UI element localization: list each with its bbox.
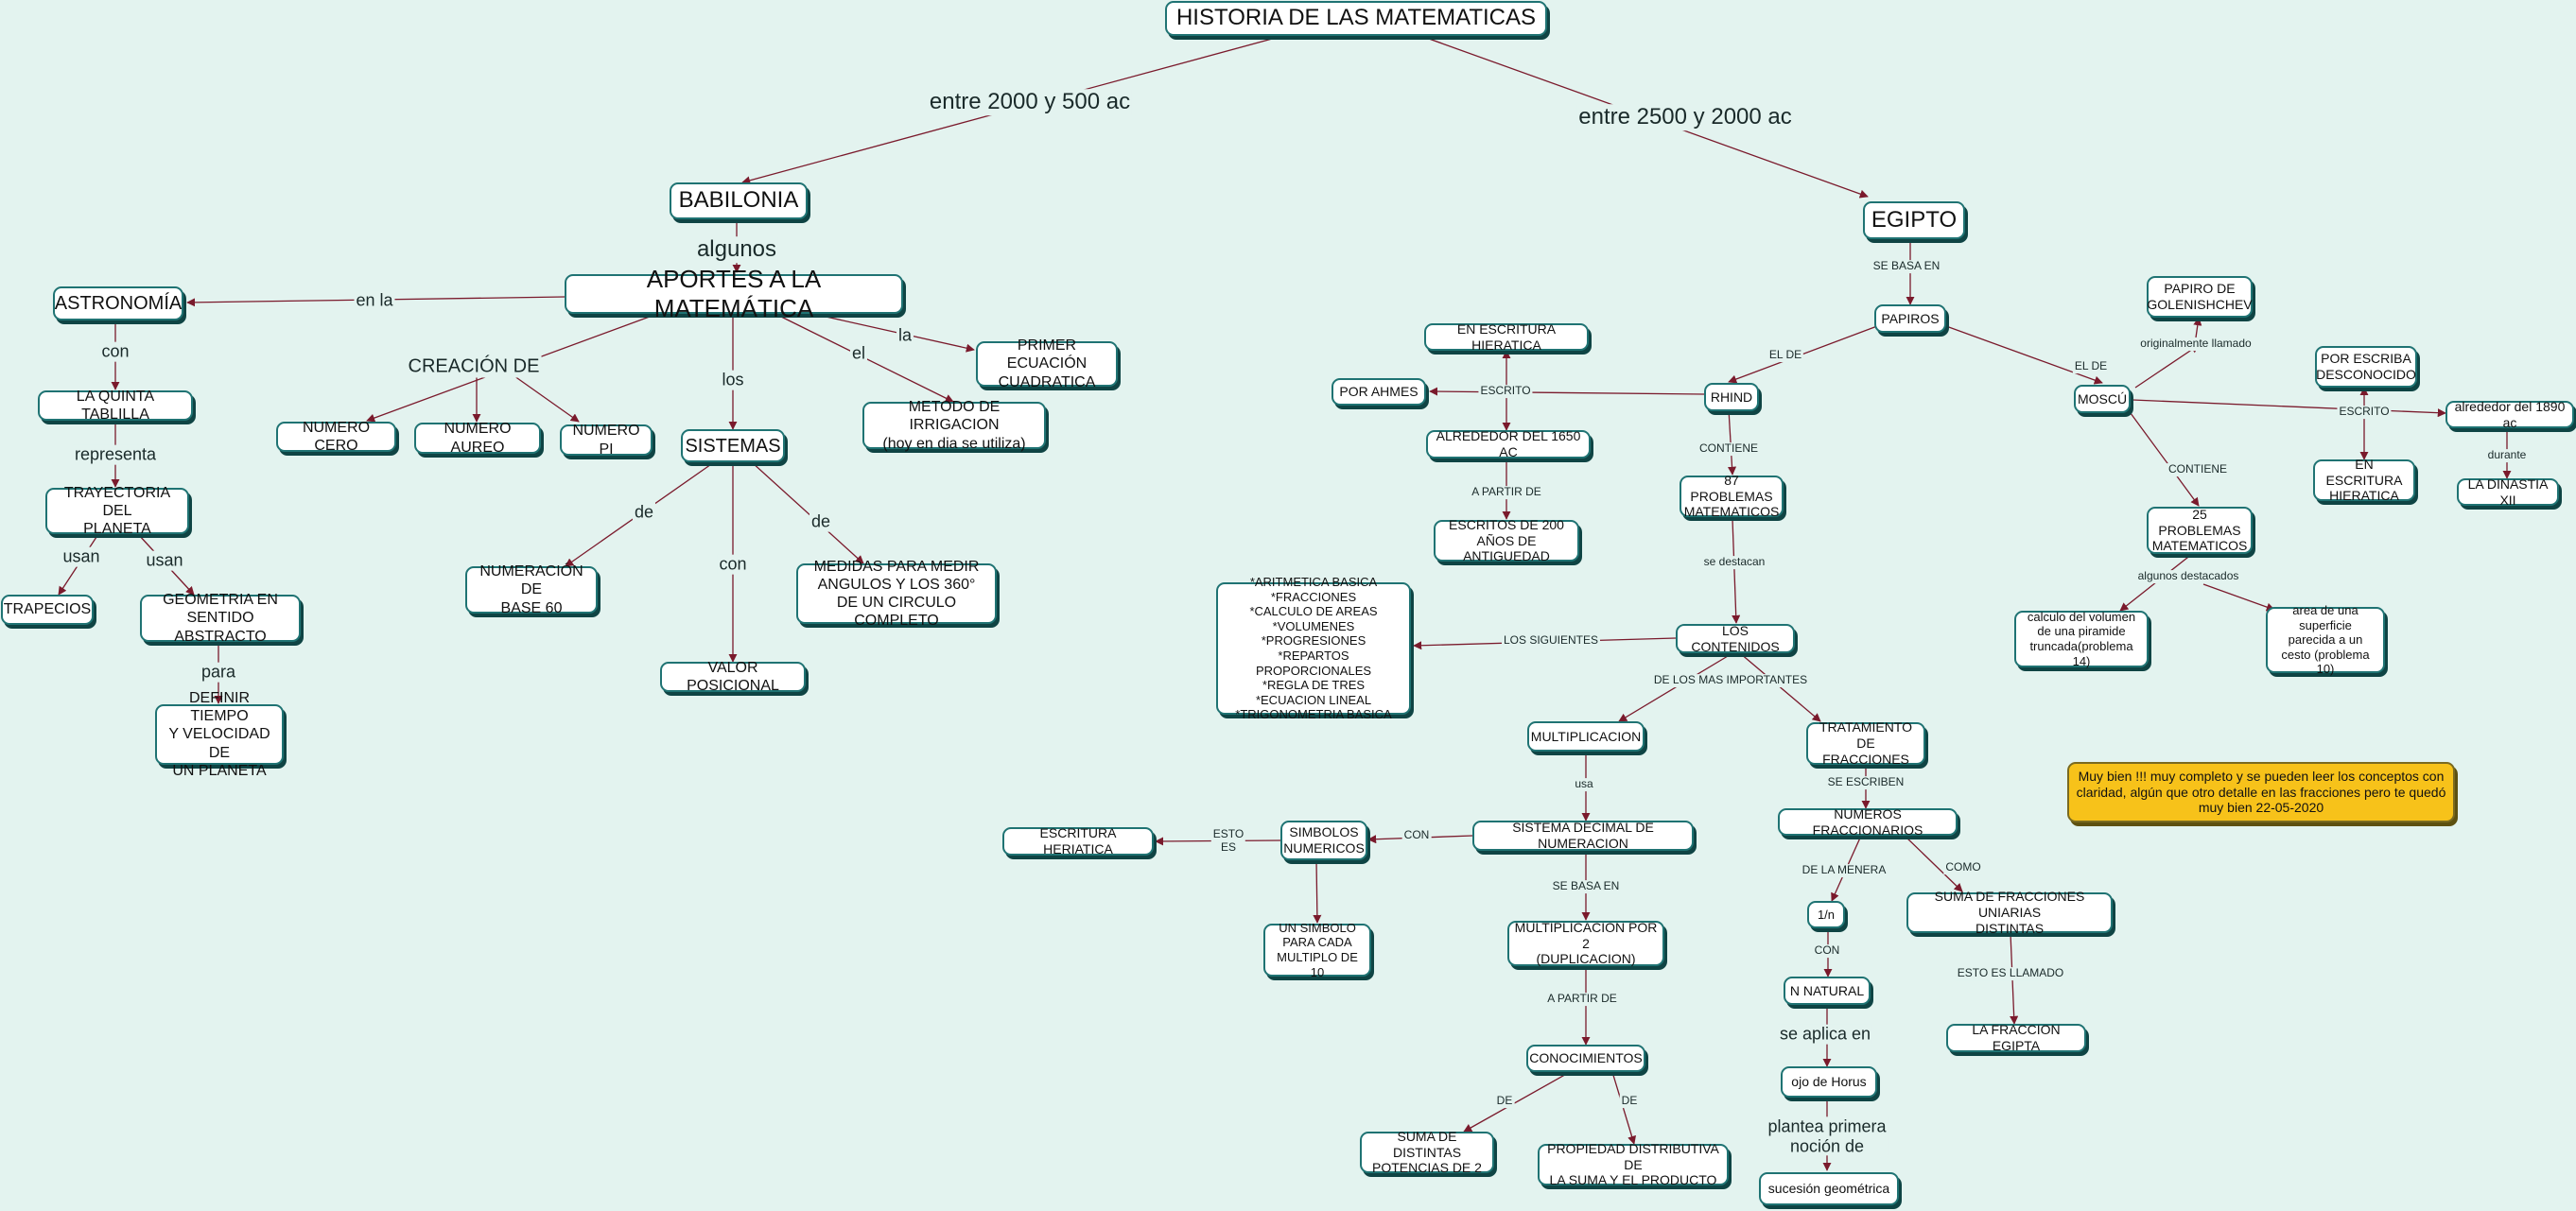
label-representa: representa (72, 444, 159, 465)
node-definir-tiempo: DEFINIR TIEMPO Y VELOCIDAD DE UN PLANETA (155, 690, 284, 779)
node-alrededor-1890: alrededor del 1890 ac (2445, 399, 2574, 430)
node-numero-aureo: NUMERO AUREO (414, 421, 541, 456)
label-se-basa-en-egipto: SE BASA EN (1871, 259, 1942, 273)
node-escritura-hieratica-top: EN ESCRITURA HIERATICA (1424, 321, 1589, 353)
root-title: HISTORIA DE LAS MATEMATICAS (1165, 1, 1547, 36)
label-usan-2: usan (144, 550, 185, 571)
label-los: los (720, 370, 746, 390)
node-rhind: RHIND (1704, 383, 1759, 411)
node-suma-fracciones: SUMA DE FRACCIONES UNIARIAS DISTINTAS (1906, 889, 2113, 936)
label-de-conocimientos-2: DE (1619, 1094, 1640, 1108)
label-algunos-destacados: algunos destacados (2135, 569, 2241, 583)
node-escriba-desconocido: POR ESCRIBA DESCONOCIDO (2315, 346, 2417, 388)
node-metodo-irrigacion: METODO DE IRRIGACION (hoy en dia se util… (862, 399, 1046, 452)
label-de-la-menera: DE LA MENERA (1800, 863, 1888, 877)
node-multiplicacion: MULTIPLICACION (1527, 721, 1645, 752)
node-1-n: 1/n (1807, 901, 1845, 928)
label-durante: durante (2485, 448, 2529, 462)
node-trapecios: TRAPECIOS (1, 595, 94, 625)
node-contenidos: LOS CONTENIDOS (1676, 623, 1795, 654)
label-en-la: en la (354, 290, 395, 311)
node-multiplicacion-por2: MULTIPLICACION POR 2 (DUPLICACION) (1507, 920, 1664, 966)
node-sucesion: sucesión geométrica (1759, 1172, 1899, 1205)
node-numeros-fraccionarios: NUMEROS FRACCIONARIOS (1778, 806, 1958, 838)
node-87-problemas: 87 PROBLEMAS MATEMATICOS (1680, 473, 1784, 519)
label-originalmente-llamado: originalmente llamado (2138, 337, 2254, 351)
node-papiros: PAPIROS (1874, 304, 1946, 333)
label-los-siguientes: LOS SIGUIENTES (1501, 633, 1601, 648)
node-suma-potencias: SUMA DE DISTINTAS POTENCIAS DE 2 (1360, 1129, 1494, 1175)
label-usan-1: usan (61, 546, 102, 567)
label-el-de-moscu: EL DE (2072, 359, 2110, 373)
label-escrito-moscu: ESCRITO (2337, 405, 2392, 419)
label-a-partir-de-mult: A PARTIR DE (1545, 992, 1619, 1006)
label-con-1n: CON (1812, 943, 1842, 958)
node-tratamiento: TRATAMIENTO DE FRACCIONES (1806, 719, 1925, 767)
node-escritura-hieratica-moscu: EN ESCRITURA HIERATICA (2313, 457, 2415, 503)
label-como: COMO (1943, 860, 1983, 874)
node-trayectoria: TRAYECTORIA DEL PLANETA (45, 485, 189, 537)
label-contiene-rhind: CONTIENE (1697, 441, 1761, 456)
label-escrito-rhind: ESCRITO (1478, 384, 1533, 398)
label-creacion-de: CREACIÓN DE (406, 355, 542, 378)
teacher-comment: Muy bien !!! muy completo y se pueden le… (2067, 762, 2455, 822)
label-esto-es: ESTO ES (1210, 827, 1246, 855)
node-25-problemas: 25 PROBLEMAS MATEMATICOS (2147, 507, 2253, 554)
label-se-basa-en-decimal: SE BASA EN (1550, 879, 1622, 893)
node-dinastia: LA DINASTIA XII (2457, 476, 2559, 508)
label-con-astronomia: con (99, 341, 131, 362)
node-sistema-decimal: SISTEMA DECIMAL DE NUMERACION (1472, 820, 1694, 851)
label-entre-2000: entre 2000 y 500 ac (927, 89, 1133, 115)
node-fraccion-egipta: LA FRACCION EGIPTA (1946, 1022, 2086, 1053)
node-geometria: GEOMETRIA EN SENTIDO ABSTRACTO (140, 592, 301, 645)
label-esto-es-llamado: ESTO ES LLAMADO (1955, 966, 2066, 980)
node-n-natural: N NATURAL (1784, 977, 1871, 1005)
node-area-superficie: area de una superficie parecida a un ces… (2266, 603, 2385, 676)
label-contiene-moscu: CONTIENE (2166, 462, 2230, 476)
node-calculo-volumen: calculo del volumen de una piramide trun… (2014, 610, 2149, 668)
node-numeracion60: NUMERACIÓN DE BASE 60 (465, 563, 598, 616)
label-para: para (199, 662, 238, 683)
node-primer-ecuacion: PRIMER ECUACIÓN CUADRATICA (976, 337, 1118, 390)
node-valor-posicional: VALOR POSICIONAL (660, 660, 806, 694)
node-medidas: MEDIDAS PARA MEDIR ANGULOS Y LOS 360° DE… (796, 559, 997, 629)
label-usa: usa (1573, 777, 1595, 791)
node-por-ahmes: POR AHMES (1332, 378, 1426, 406)
label-la: la (896, 325, 914, 346)
node-aritmetica-list: *ARITMETICA BASICA *FRACCIONES *CALCULO … (1216, 575, 1411, 721)
node-moscu: MOSCÚ (2074, 385, 2131, 413)
label-el-de-rhind: EL DE (1767, 348, 1804, 362)
label-con-decimal: CON (1401, 828, 1432, 842)
node-babilonia: BABILONIA (670, 182, 808, 219)
node-aportes: APORTES A LA MATEMÁTICA (565, 265, 903, 322)
node-simbolos: SIMBOLOS NUMERICOS (1280, 821, 1367, 860)
label-el: el (849, 343, 868, 364)
label-se-destacan: se destacan (1701, 555, 1767, 569)
label-de-medidas: de (809, 511, 833, 532)
label-de-los-mas: DE LOS MAS IMPORTANTES (1651, 673, 1810, 687)
node-sistemas: SISTEMAS (681, 429, 785, 462)
node-numero-pi: NUMERO PI (560, 423, 653, 458)
node-propiedad: PROPIEDAD DISTRIBUTIVA DE LA SUMA Y EL P… (1538, 1141, 1729, 1187)
label-se-escriben: SE ESCRIBEN (1825, 775, 1906, 789)
node-quinta-tablilla: LA QUINTA TABLILLA (38, 389, 193, 423)
node-alrededor-1650: ALREDEDOR DEL 1650 AC (1426, 428, 1591, 459)
node-escritura-hieratica-left: ESCRITURA HERIATICA (1002, 825, 1154, 856)
label-plantea: plantea primera noción de (1766, 1116, 1888, 1156)
node-astronomia: ASTRONOMÍA (53, 286, 183, 320)
label-de-numeracion: de (632, 502, 656, 523)
node-golenishchev: PAPIRO DE GOLENISHCHEV (2147, 276, 2253, 318)
label-a-partir-de-rhind: A PARTIR DE (1470, 485, 1543, 499)
label-algunos: algunos (694, 236, 779, 263)
node-egipto: EGIPTO (1863, 201, 1965, 239)
node-ojo-horus: ojo de Horus (1781, 1066, 1877, 1098)
label-con-sistemas: con (717, 554, 749, 575)
node-numero-cero: NUMERO CERO (276, 420, 396, 454)
node-conocimientos: CONOCIMIENTOS (1526, 1045, 1645, 1072)
node-un-simbolo: UN SIMBOLO PARA CADA MULTIPLO DE 10 (1263, 921, 1371, 979)
label-de-conocimientos-1: DE (1494, 1094, 1515, 1108)
label-entre-2500: entre 2500 y 2000 ac (1576, 104, 1794, 130)
node-escritos-200: ESCRITOS DE 200 AÑOS DE ANTIGUEDAD (1434, 517, 1579, 563)
label-se-aplica-en: se aplica en (1777, 1024, 1873, 1045)
